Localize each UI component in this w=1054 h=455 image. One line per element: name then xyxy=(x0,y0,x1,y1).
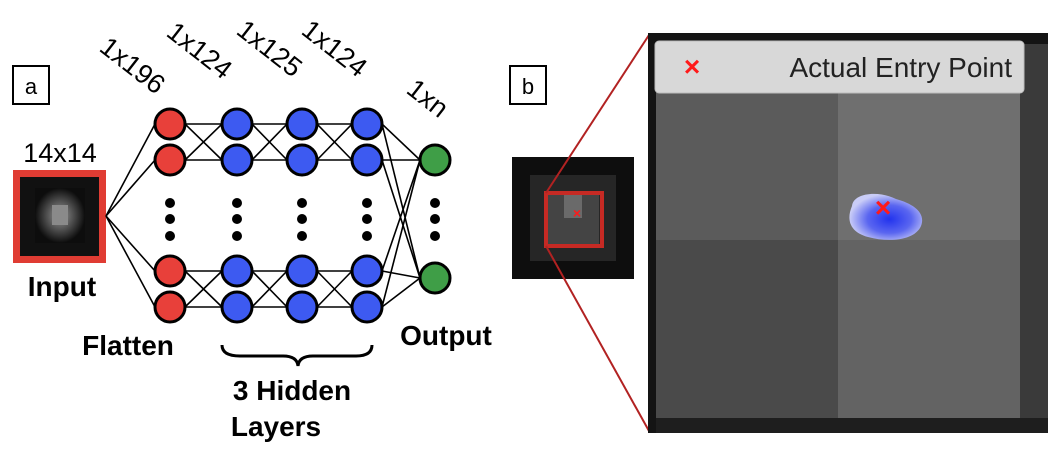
legend-label: Actual Entry Point xyxy=(789,52,1012,83)
ellipsis-dot-3-2 xyxy=(362,231,372,241)
flatten-node-2 xyxy=(153,254,187,288)
ellipsis-dot-0-1 xyxy=(165,214,175,224)
network-ellipsis-dots xyxy=(165,198,440,241)
thumbnail-image: × xyxy=(512,157,634,279)
flatten-node-0 xyxy=(153,107,187,141)
ellipsis-dot-1-1 xyxy=(232,214,242,224)
edge-input-to-flatten-1 xyxy=(105,159,156,217)
ellipsis-dot-4-0 xyxy=(430,198,440,208)
hidden-label-line1: 3 Hidden xyxy=(233,375,351,406)
hidden1-node-2 xyxy=(220,254,254,288)
edge-hidden3-to-output-0-1 xyxy=(381,123,421,279)
edge-hidden3-to-output-1-1 xyxy=(381,159,421,279)
zoomed-pixel-bottom-right xyxy=(838,240,1020,418)
legend-box xyxy=(654,40,1025,94)
output-node-0 xyxy=(418,143,452,177)
edge-hidden2-to-hidden3-1-0 xyxy=(316,123,353,161)
edge-input-to-flatten-0 xyxy=(105,123,156,217)
input-image-center-pixel xyxy=(52,205,68,225)
ellipsis-dot-4-1 xyxy=(430,214,440,224)
input-label: Input xyxy=(28,271,96,302)
hidden2-node-3 xyxy=(285,290,319,324)
network-nodes xyxy=(153,107,452,324)
ellipsis-dot-2-1 xyxy=(297,214,307,224)
predicted-entry-distribution xyxy=(849,193,923,240)
hidden-label-line2: Layers xyxy=(231,411,321,442)
panel-a: a 14x14 Input Flatten 1x196 1x124 1x125 … xyxy=(12,14,492,442)
ellipsis-dot-0-0 xyxy=(165,198,175,208)
flatten-node-1 xyxy=(153,143,187,177)
network-connections xyxy=(105,123,421,308)
input-image xyxy=(13,170,106,263)
edge-hidden3-to-output-3-1 xyxy=(381,277,421,308)
ellipsis-dot-2-0 xyxy=(297,198,307,208)
ellipsis-dot-0-2 xyxy=(165,231,175,241)
hidden2-node-1 xyxy=(285,143,319,177)
output-node-1 xyxy=(418,261,452,295)
panel-b-tag: b xyxy=(522,74,534,99)
edge-flatten-to-hidden1-1-0 xyxy=(184,123,223,161)
edge-input-to-flatten-2 xyxy=(105,215,156,272)
zoomed-pixel-right-edge xyxy=(1020,44,1048,418)
ellipsis-dot-1-2 xyxy=(232,231,242,241)
layer-size-label-4: 1x124 xyxy=(296,14,372,83)
output-label: Output xyxy=(400,320,492,351)
zoomed-pixel-bottom-edge xyxy=(656,418,1048,433)
edge-hidden1-to-hidden2-1-0 xyxy=(251,123,288,161)
edge-hidden2-to-hidden3-3-2 xyxy=(316,270,353,308)
panel-a-tag: a xyxy=(25,74,38,99)
hidden3-node-1 xyxy=(350,143,384,177)
hidden3-node-0 xyxy=(350,107,384,141)
hidden-layers-brace xyxy=(220,344,374,367)
hidden1-node-0 xyxy=(220,107,254,141)
zoom-line-top xyxy=(545,34,650,194)
input-size-label: 14x14 xyxy=(23,138,97,168)
hidden2-node-2 xyxy=(285,254,319,288)
hidden1-node-3 xyxy=(220,290,254,324)
ellipsis-dot-3-0 xyxy=(362,198,372,208)
edge-hidden1-to-hidden2-3-2 xyxy=(251,270,288,308)
ellipsis-dot-3-1 xyxy=(362,214,372,224)
hidden1-node-1 xyxy=(220,143,254,177)
edge-hidden3-to-output-3-0 xyxy=(381,159,421,308)
panel-a-tag-box xyxy=(12,65,50,105)
layer-size-label-3: 1x125 xyxy=(231,14,307,83)
thumbnail-entry-marker: × xyxy=(573,205,581,221)
edge-hidden3-to-output-2-1 xyxy=(381,270,421,279)
panel-b: b × × × Actual Entry Point xyxy=(509,33,1048,433)
hidden3-node-2 xyxy=(350,254,384,288)
edge-hidden3-to-output-0-0 xyxy=(381,123,421,161)
legend-marker: × xyxy=(684,51,700,82)
edge-input-to-flatten-3 xyxy=(105,215,156,308)
hidden2-node-0 xyxy=(285,107,319,141)
zoomed-view: × × Actual Entry Point xyxy=(648,33,1048,433)
thumbnail-zoom-box xyxy=(544,191,604,248)
edge-hidden3-to-output-2-0 xyxy=(381,159,421,272)
layer-size-label-2: 1x124 xyxy=(161,16,237,85)
ellipsis-dot-1-0 xyxy=(232,198,242,208)
zoomed-entry-marker: × xyxy=(875,192,891,223)
hidden3-node-3 xyxy=(350,290,384,324)
output-size-label: 1xn xyxy=(401,73,454,123)
flatten-node-3 xyxy=(153,290,187,324)
ellipsis-dot-4-2 xyxy=(430,231,440,241)
zoomed-pixel-bottom-left xyxy=(656,240,838,418)
thumbnail-bright-pixel xyxy=(564,192,582,218)
flatten-label: Flatten xyxy=(82,330,174,361)
ellipsis-dot-2-2 xyxy=(297,231,307,241)
layer-size-label-1: 1x196 xyxy=(94,31,170,100)
edge-flatten-to-hidden1-3-2 xyxy=(184,270,223,308)
panel-b-tag-box xyxy=(509,65,547,105)
zoom-line-bottom xyxy=(545,245,650,432)
